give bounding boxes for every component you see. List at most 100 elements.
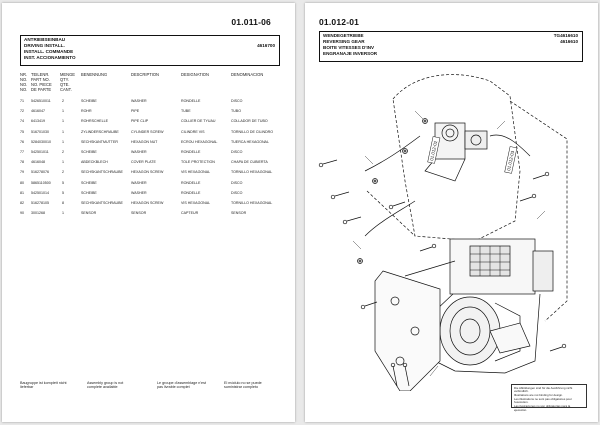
cell-qty: 1	[62, 160, 64, 165]
header-line-fr: INSTALL. COMMANDE	[24, 49, 74, 54]
cell-part: 516701030	[31, 129, 49, 134]
cell-nr: 74	[20, 119, 24, 124]
cell-fr: RONDELLE	[181, 99, 201, 103]
hydraulic-hose	[364, 135, 421, 172]
col-designation: DESIGNATION	[181, 72, 209, 77]
cell-es: SENSOR	[231, 211, 247, 216]
cover-plate	[489, 322, 531, 354]
cell-de: ZYLINDERSCHRAUBE	[81, 129, 119, 134]
cell-part: 4616048	[31, 160, 45, 165]
header-line-de: ANTRIEBSEINBAU	[24, 37, 66, 42]
cell-en: PIPE	[131, 109, 140, 114]
cell-qty: 8	[62, 201, 64, 205]
cell-en: HEXAGON NUT	[131, 139, 158, 144]
cell-en: HEXAGON SCREW	[131, 201, 164, 205]
cell-de: SENSOR	[81, 211, 97, 216]
cell-en: WASHER	[131, 150, 147, 154]
cell-en: HEXAGON SCREW	[131, 170, 164, 175]
cell-part: 3001268	[31, 211, 45, 216]
cell-de: ROHRSCHELLE	[81, 119, 108, 124]
cell-part: 6413419	[31, 119, 45, 124]
cell-es: TORNILLO HEXAGONAL	[231, 170, 273, 175]
cell-nr: 78	[20, 160, 24, 165]
cell-qty: 2	[62, 150, 64, 154]
cell-es: DISCO	[231, 150, 243, 154]
cell-part: 5426510011	[31, 99, 51, 103]
cell-fr: CILINDRE VIS	[181, 129, 205, 134]
cell-fr: RONDELLE	[181, 150, 201, 154]
cell-es: CHAPA DE CUBIERTA	[231, 160, 268, 165]
cell-qty: 2	[62, 99, 64, 103]
cell-es: DISCO	[231, 180, 243, 185]
callout-lines	[352, 110, 546, 377]
header-line-es: ENGRANAJE INVERSOR	[323, 51, 378, 56]
cell-de: SECHSKANTSCHRAUBE	[81, 170, 123, 175]
cell-fr: COLLIER DE TYUAU	[181, 119, 216, 124]
cell-part: 4616047	[31, 109, 45, 114]
cell-de: SCHEIBE	[81, 180, 97, 185]
cell-nr: 75	[20, 129, 24, 134]
section-header: WENDEGETRIEBE REVERSING GEAR BOITE VITES…	[319, 31, 583, 62]
cell-nr: 76	[20, 139, 24, 144]
cell-qty: 1	[62, 139, 64, 144]
cell-part: 542501014	[31, 190, 49, 195]
cell-de: ABDECKBLECH	[81, 160, 108, 165]
cell-de: SCHEIBE	[81, 150, 97, 154]
footnote-en: Assembly group is not complete available	[87, 381, 124, 390]
cell-part: 516278076	[31, 170, 49, 175]
assembly-code: TG4616610	[553, 33, 578, 38]
col-description: DESCRIPTION	[131, 72, 159, 77]
gearbox-housing	[434, 238, 554, 374]
cell-part: 5865110500	[31, 180, 51, 185]
mounting-bracket	[374, 260, 456, 391]
footnote-fr: Le groupe d'assemblage n'est pas livrabl…	[157, 381, 206, 390]
cell-qty: 1	[62, 109, 64, 114]
col-nr: NR.NO.NO.NO.	[20, 72, 28, 92]
cell-es: TORNILLO HEXAGONAL	[231, 201, 273, 205]
cell-de: SECHSKANTSCHRAUBE	[81, 201, 123, 205]
cell-nr: 71	[20, 99, 24, 103]
cell-en: WASHER	[131, 99, 147, 103]
table-row: 71 5426510011 2 SCHEIBE WASHER RONDELLE DISCO	[2, 99, 295, 105]
cell-nr: 81	[20, 190, 24, 195]
cell-nr: 79	[20, 170, 24, 175]
cell-fr: TOLE PROTECTION	[181, 160, 215, 165]
footnote-de: Baugruppe ist komplett nicht lieferbar	[20, 381, 67, 390]
assembly-boundary	[392, 74, 521, 242]
cell-de: SCHEIBE	[81, 99, 97, 103]
dashed-leader-line	[509, 100, 568, 322]
cell-nr: 80	[20, 180, 24, 185]
cell-fr: VIS HEXAGONAL	[181, 170, 211, 175]
cell-fr: ECROU HEXAGONAL	[181, 139, 218, 144]
cell-de: SECHSKANTMUTTER	[81, 139, 118, 144]
header-line-es: INST. ACCIONAMIENTO	[24, 55, 76, 60]
reference-label: 01.012-02	[427, 136, 441, 164]
svg-text:01.012-03: 01.012-03	[506, 150, 515, 171]
valve-block	[424, 122, 488, 182]
cell-fr: TUBE	[181, 109, 191, 114]
cell-part: 542501011	[31, 150, 49, 154]
cell-qty: 1	[62, 211, 64, 216]
illustration-disclaimer: Die Abbildungen sind für die Ausführung …	[511, 384, 587, 412]
header-line-fr: BOITE VITESSES D'INV	[323, 45, 375, 50]
cell-es: DISCO	[231, 99, 243, 103]
hydraulic-hose	[489, 134, 531, 157]
svg-text:01.012-02: 01.012-02	[429, 140, 438, 161]
cell-en: CYLINDER SCREW	[131, 129, 164, 134]
cell-en: PIPE CLIP	[131, 119, 149, 124]
cell-en: WASHER	[131, 190, 147, 195]
cell-qty: 5	[62, 180, 64, 185]
cell-fr: CAPTEUR	[181, 211, 199, 216]
